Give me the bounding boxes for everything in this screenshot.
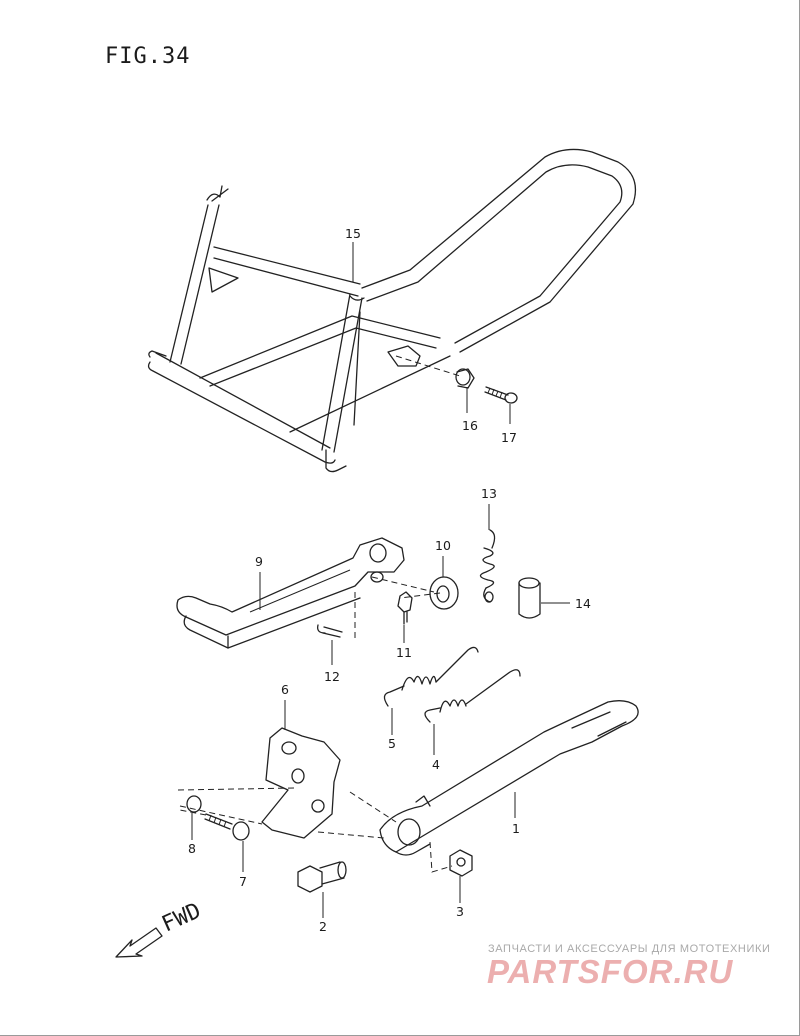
part-number-17: 17 <box>501 430 517 445</box>
part-5-spring[interactable] <box>383 646 479 707</box>
watermark-tagline: ЗАПЧАСТИ И АКСЕССУАРЫ ДЛЯ МОТОТЕХНИКИ <box>488 943 771 955</box>
part-number-7: 7 <box>239 874 247 889</box>
part-number-8: 8 <box>188 841 196 856</box>
part-15-main-stand[interactable] <box>147 148 637 473</box>
part-1-side-stand[interactable] <box>379 700 639 856</box>
part-number-3: 3 <box>456 904 464 919</box>
leader-lines <box>177 242 570 918</box>
part-8-washer[interactable] <box>186 795 202 813</box>
part-number-1: 1 <box>512 821 520 836</box>
part-16-bushing[interactable] <box>455 368 475 389</box>
part-number-5: 5 <box>388 736 396 751</box>
part-number-6: 6 <box>281 682 289 697</box>
part-number-14: 14 <box>575 596 591 611</box>
part-12-bolt[interactable] <box>317 624 343 638</box>
part-4-spring[interactable] <box>424 669 521 723</box>
part-14-collar[interactable] <box>518 577 541 619</box>
part-number-4: 4 <box>432 757 440 772</box>
part-number-15: 15 <box>345 226 361 241</box>
watermark-logo: PARTSFOR.RU <box>487 953 734 990</box>
part-number-10: 10 <box>435 538 451 553</box>
part-13-spring[interactable] <box>479 529 496 603</box>
part-number-11: 11 <box>396 645 412 660</box>
part-number-12: 12 <box>324 669 340 684</box>
part-7-bolt[interactable] <box>204 813 250 841</box>
part-number-13: 13 <box>481 486 497 501</box>
part-number-2: 2 <box>319 919 327 934</box>
part-2-bolt[interactable] <box>297 861 347 893</box>
part-6-bracket[interactable] <box>261 727 341 839</box>
part-11-cotter-pin[interactable] <box>397 591 413 625</box>
part-number-16: 16 <box>462 418 478 433</box>
part-3-nut[interactable] <box>449 849 473 877</box>
part-9-brake-pedal[interactable] <box>176 537 405 649</box>
part-number-9: 9 <box>255 554 263 569</box>
part-number-labels: 15 16 17 13 10 9 14 11 12 6 5 4 1 8 7 3 … <box>188 226 591 934</box>
forward-label: FWD <box>158 898 204 937</box>
part-10-washer[interactable] <box>429 576 459 610</box>
part-17-bolt[interactable] <box>484 386 518 404</box>
figure-title: FIG.34 <box>105 44 191 69</box>
forward-direction-arrow: FWD <box>115 898 205 958</box>
